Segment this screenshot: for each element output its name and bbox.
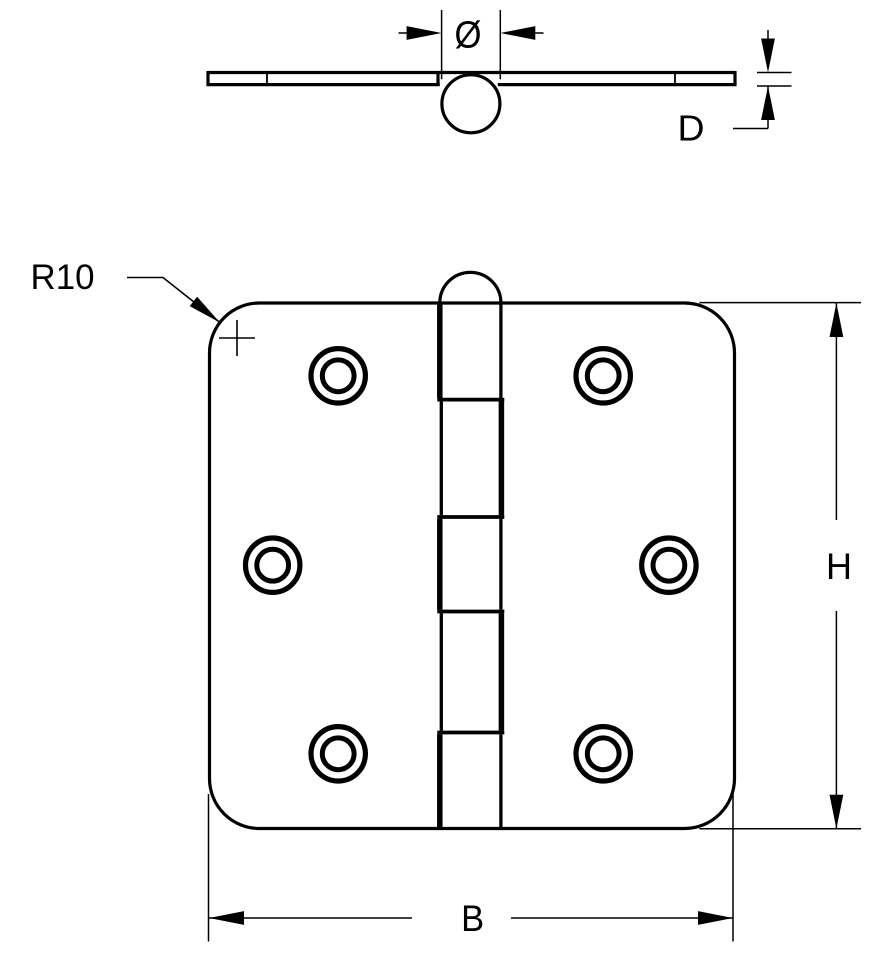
- svg-text:R10: R10: [31, 258, 95, 297]
- svg-text:Ø: Ø: [455, 15, 482, 57]
- svg-text:D: D: [678, 108, 705, 149]
- svg-text:B: B: [461, 898, 484, 939]
- svg-text:H: H: [826, 546, 852, 587]
